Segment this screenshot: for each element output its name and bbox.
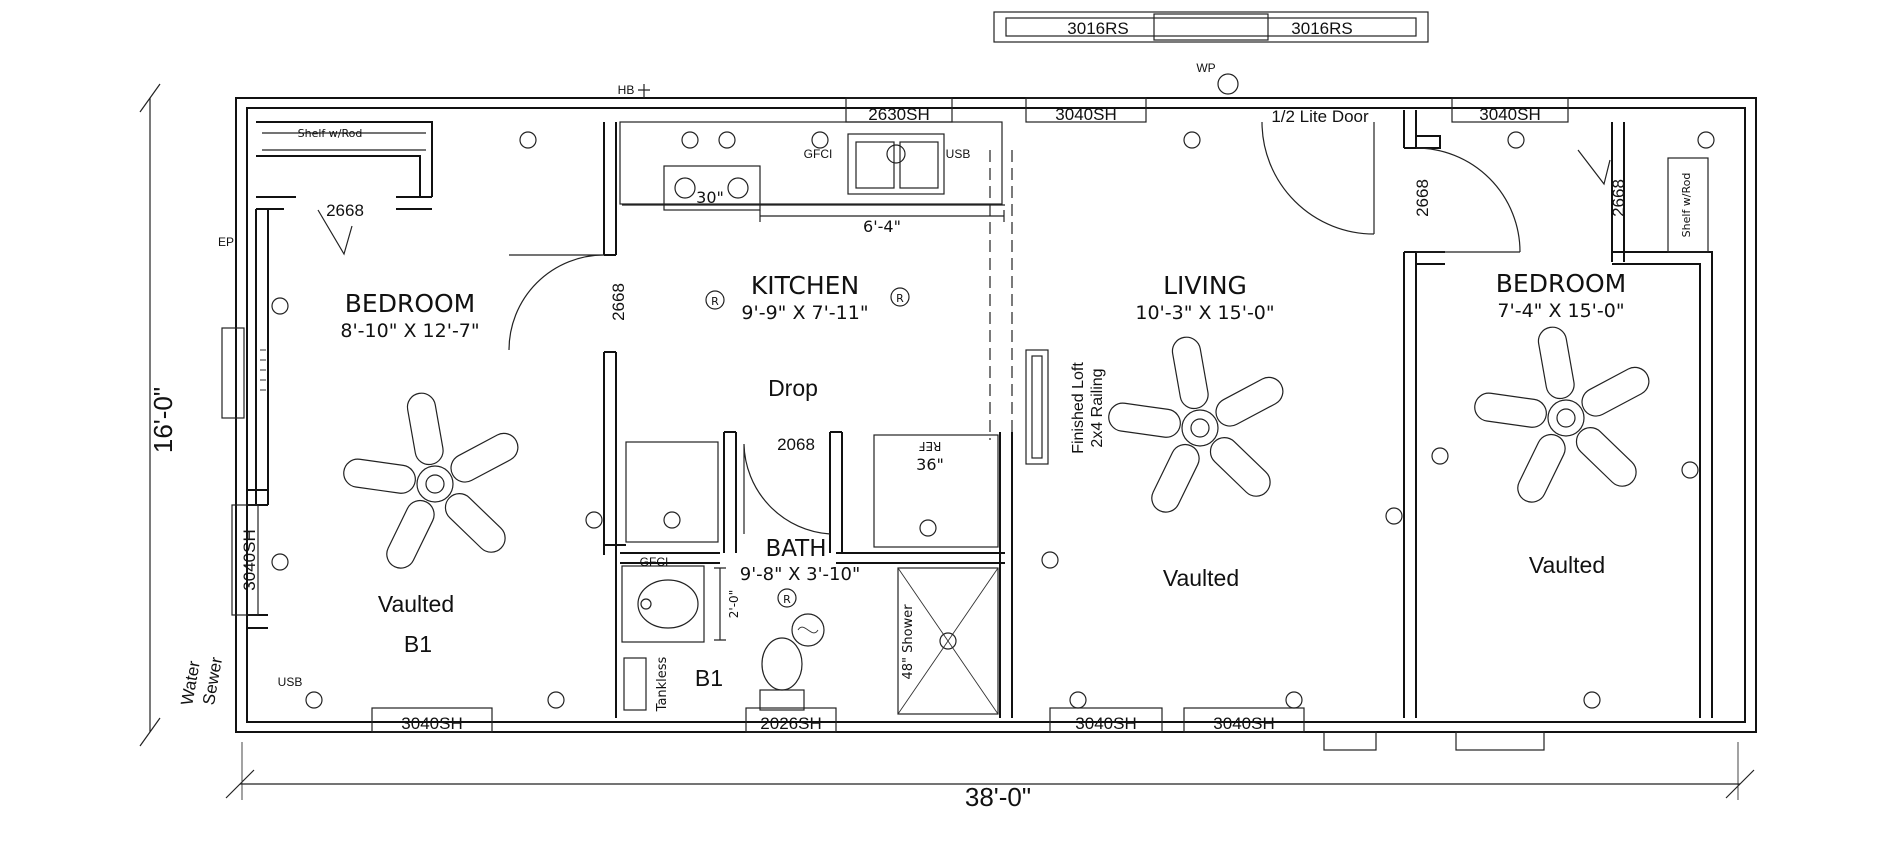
room-name-bedroom-right: BEDROOM (1496, 269, 1627, 298)
room-size-bath: 9'-8" X 3'-10" (740, 564, 860, 585)
electric-panel-label: EP (218, 235, 234, 249)
dimension-lines: 16'-0" 38'-0" (139, 83, 1755, 812)
front-door-label: 1/2 Lite Door (1271, 107, 1369, 126)
loft-line-1: Finished Loft (1070, 362, 1087, 454)
window-left-wall: 3040SH (240, 529, 259, 590)
outlets (271, 131, 1715, 709)
tag-bath: B1 (695, 665, 723, 691)
vanity-dim: 2'-0" (727, 590, 741, 618)
tankless-label: Tankless (655, 656, 670, 712)
window-top-right: 3040SH (1479, 105, 1540, 124)
loft-line-2: 2x4 Railing (1089, 368, 1106, 447)
room-labels: BEDROOM 8'-10" X 12'-7" Vaulted B1 KITCH… (340, 269, 1626, 691)
door-bath: 2068 (777, 435, 815, 454)
ceiling-fan-icon (343, 392, 519, 569)
window-top-kitchen: 2630SH (868, 105, 929, 124)
room-size-living: 10'-3" X 15'-0" (1135, 302, 1274, 324)
exterior-walls (235, 97, 1757, 733)
ceiling-fans (343, 326, 1650, 569)
gfci-bath-label: GFCI (640, 555, 669, 569)
weatherproof-outlet-label: WP (1196, 61, 1215, 75)
ceiling-fan-icon (1474, 326, 1650, 503)
ceiling-fan-icon (1108, 336, 1284, 513)
ceiling-kitchen: Drop (768, 375, 818, 401)
counter-length: 6'-4" (863, 217, 901, 236)
tag-bedroom-left: B1 (404, 631, 432, 657)
bath-fixtures: 2'-0" Tankless 48" Shower (621, 565, 916, 712)
room-size-kitchen: 9'-9" X 7'-11" (741, 302, 868, 324)
door-bed-left-entry: 2668 (609, 283, 628, 321)
ref-size: 36" (916, 455, 944, 474)
hose-bib-label: HB (618, 83, 635, 97)
kitchen-fixtures: 30" 6'-4" REF 36" Finished Loft 2x4 Rail… (619, 121, 1106, 548)
doors: 1/2 Lite Door 2668 2668 2068 2668 2668 (317, 107, 1628, 535)
shelf-left: Shelf w/Rod (298, 127, 363, 140)
legend-window-1: 3016RS (1067, 19, 1128, 38)
recessed-lights: R R R (705, 287, 910, 608)
ref-label: REF (918, 439, 941, 453)
svg-text:R: R (896, 292, 904, 305)
ceiling-bedroom-right: Vaulted (1529, 552, 1605, 578)
window-top-living: 3040SH (1055, 105, 1116, 124)
overall-depth: 16'-0" (148, 387, 178, 453)
utility-labels: HB WP EP USB USB GFCI GFCI Water Sewer (177, 61, 1239, 707)
recessed-light-icon: R (777, 588, 797, 608)
svg-text:R: R (711, 295, 719, 308)
room-name-kitchen: KITCHEN (751, 271, 859, 300)
usb-bed-label: USB (278, 675, 303, 689)
overall-width: 38'-0" (965, 782, 1031, 812)
recessed-light-icon: R (890, 287, 910, 307)
window-bottom-living-2: 3040SH (1213, 714, 1274, 733)
shelf-right: Shelf w/Rod (1680, 173, 1693, 238)
interior-walls (248, 110, 1713, 718)
window-bottom-left: 3040SH (401, 714, 462, 733)
range-size: 30" (696, 188, 724, 207)
room-size-bedroom-left: 8'-10" X 12'-7" (340, 320, 479, 342)
room-name-living: LIVING (1163, 271, 1247, 300)
room-name-bedroom-left: BEDROOM (345, 289, 476, 318)
room-size-bedroom-right: 7'-4" X 15'-0" (1497, 300, 1624, 322)
svg-text:R: R (783, 593, 791, 606)
room-name-bath: BATH (765, 536, 826, 562)
ceiling-bedroom-left: Vaulted (378, 591, 454, 617)
legend-window-2: 3016RS (1291, 19, 1352, 38)
gfci-kitchen-label: GFCI (804, 147, 833, 161)
window-bottom-living-1: 3040SH (1075, 714, 1136, 733)
door-bed-right-closet: 2668 (1609, 179, 1628, 217)
door-bed-left-closet: 2668 (326, 201, 364, 220)
usb-kitchen-label: USB (946, 147, 971, 161)
recessed-light-icon: R (705, 290, 725, 310)
ceiling-living: Vaulted (1163, 565, 1239, 591)
shower-label: 48" Shower (901, 604, 916, 680)
closet-shelves: Shelf w/Rod Shelf w/Rod (298, 127, 1709, 253)
window-bottom-bath: 2026SH (760, 714, 821, 733)
door-bed-right-entry: 2668 (1413, 179, 1432, 217)
